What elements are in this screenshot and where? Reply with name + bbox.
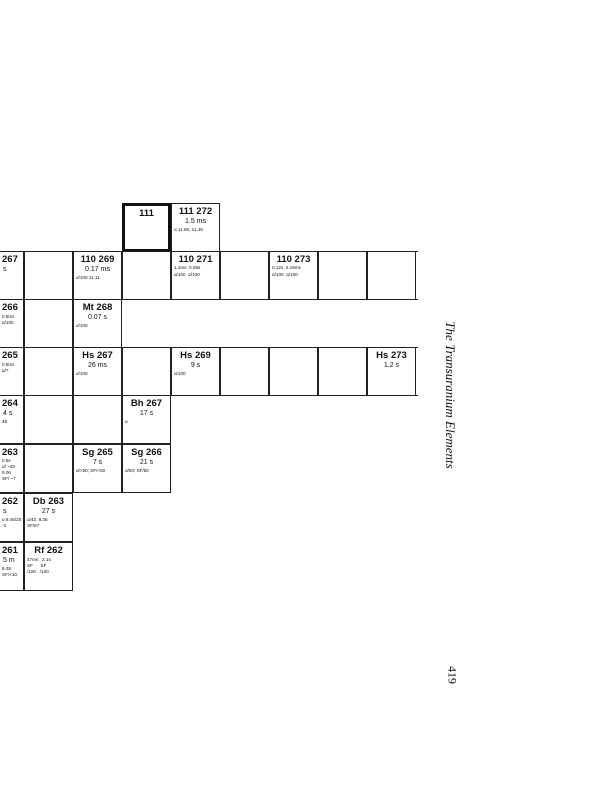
half-life: 26 ms bbox=[87, 362, 108, 369]
half-life: 0.8s bbox=[2, 458, 11, 463]
half-life: 17 s bbox=[139, 410, 154, 417]
nuclide-label: Db 263 bbox=[32, 496, 65, 507]
empty-cell bbox=[318, 251, 367, 300]
nuclide-label: 261 bbox=[2, 545, 18, 556]
half-life: 0.12s 0.18ms bbox=[272, 265, 301, 270]
half-life: 1.1ms 0.06s bbox=[174, 265, 201, 270]
empty-cell bbox=[24, 347, 73, 396]
nuclide-label: 264 bbox=[2, 398, 18, 409]
nuclide-cell-263: 263 0.8s α/ ~30 9.06 SF/ ~7 bbox=[0, 444, 24, 493]
nuclide-cell-bh-267: Bh 267 17 s α bbox=[122, 395, 171, 444]
nuclide-label: Bh 267 bbox=[130, 398, 163, 409]
nuclide-label: 267 bbox=[2, 254, 18, 265]
empty-cell bbox=[122, 251, 171, 300]
nuclide-cell-110-271: 110 271 1.1ms 0.06s α/100 α/100 bbox=[171, 251, 220, 300]
decay-info: α/100 bbox=[76, 371, 88, 376]
nuclide-cell-110-273: 110 273 0.12s 0.18ms α/100 α/100 bbox=[269, 251, 318, 300]
empty-cell bbox=[24, 444, 73, 493]
decay-info: α/43 8.36 SF/57 bbox=[27, 517, 48, 528]
nuclide-cell-266: 266 0.8ms α/100 bbox=[0, 299, 24, 348]
half-life: 1.2 s bbox=[383, 362, 400, 369]
decay-info: 8.28 SF/<10 bbox=[2, 566, 17, 577]
half-life: 7 s bbox=[92, 459, 103, 466]
half-life: 0.9ms bbox=[2, 362, 15, 367]
decay-info: α/100 bbox=[2, 320, 14, 325]
empty-cell bbox=[318, 347, 367, 396]
half-life: 0.8ms bbox=[2, 314, 15, 319]
nuclide-cell-264: 264 4 s 48 bbox=[0, 395, 24, 444]
nuclide-cell-267: 267 s bbox=[0, 251, 24, 300]
half-life: 1.5 ms bbox=[184, 218, 206, 225]
half-life: 9 s bbox=[190, 362, 201, 369]
half-life: 27 s bbox=[41, 508, 56, 515]
nuclide-cell-262: 262 s α 8.46/20 -3 bbox=[0, 493, 24, 542]
half-life: s bbox=[3, 266, 7, 273]
decay-info: α 11.65, 11.45 bbox=[174, 227, 203, 232]
nuclide-label: Sg 266 bbox=[131, 447, 162, 458]
nuclide-label: Hs 269 bbox=[180, 350, 211, 361]
nuclide-cell-hs-273: Hs 273 1.2 s bbox=[367, 347, 416, 396]
nuclide-cell-mt-268: Mt 268 0.07 s α/100 bbox=[73, 299, 122, 348]
decay-info: α 8.46/20 -3 bbox=[2, 517, 22, 528]
nuclide-label: 111 272 bbox=[178, 206, 213, 217]
empty-cell bbox=[269, 347, 318, 396]
nuclide-cell-111: 111 bbox=[122, 203, 171, 252]
empty-cell bbox=[24, 251, 73, 300]
empty-cell bbox=[220, 347, 269, 396]
nuclide-label: 266 bbox=[2, 302, 18, 313]
nuclide-label: Sg 265 bbox=[82, 447, 113, 458]
nuclide-cell-hs-269: Hs 269 9 s α/100 bbox=[171, 347, 220, 396]
half-life: 47ms 2.1s bbox=[27, 557, 51, 562]
decay-info: α/100 bbox=[174, 371, 186, 376]
nuclide-label: 263 bbox=[2, 447, 18, 458]
decay-info: α/100 bbox=[76, 323, 88, 328]
empty-cell bbox=[122, 347, 171, 396]
nuclide-cell-sg-266: Sg 266 21 s α/50; SF/50 bbox=[122, 444, 171, 493]
half-life: s bbox=[3, 508, 7, 515]
empty-cell bbox=[73, 395, 122, 444]
nuclide-label: 110 269 bbox=[80, 254, 115, 265]
nuclide-label: 110 273 bbox=[276, 254, 311, 265]
half-life: 5 m bbox=[3, 557, 15, 564]
decay-info: 48 bbox=[2, 419, 8, 424]
half-life: 0.07 s bbox=[87, 314, 108, 321]
decay-info: α/ ~30 9.06 SF/ ~7 bbox=[2, 464, 16, 481]
nuclide-label: Hs 273 bbox=[376, 350, 407, 361]
nuclide-label: 265 bbox=[2, 350, 18, 361]
nuclide-label: Rf 262 bbox=[34, 545, 63, 556]
nuclide-cell-sg-265: Sg 265 7 s α/>50; SF/<50 bbox=[73, 444, 122, 493]
nuclide-cell-265: 265 0.9ms α/? bbox=[0, 347, 24, 396]
nuclide-label: 262 bbox=[2, 496, 18, 507]
running-title: The Transuranium Elements bbox=[443, 321, 458, 469]
half-life: 0.17 ms bbox=[85, 266, 110, 273]
empty-cell bbox=[367, 251, 416, 300]
nuclide-cell-110-269: 110 269 0.17 ms α/100 11.11 bbox=[73, 251, 122, 300]
nuclide-label: 110 271 bbox=[178, 254, 213, 265]
decay-info: α/100 α/100 bbox=[174, 272, 200, 277]
nuclide-cell-db-263: Db 263 27 s α/43 8.36 SF/57 bbox=[24, 493, 73, 542]
page-number: 419 bbox=[445, 666, 460, 684]
nuclide-cell-261: 261 5 m 8.28 SF/<10 bbox=[0, 542, 24, 591]
nuclide-cell-hs-267: Hs 267 26 ms α/100 bbox=[73, 347, 122, 396]
decay-info: α bbox=[125, 419, 128, 424]
nuclide-label: Hs 267 bbox=[82, 350, 113, 361]
decay-info: SF SF /100 /100 bbox=[27, 563, 49, 574]
nuclide-cell-111-272: 111 272 1.5 ms α 11.65, 11.45 bbox=[171, 203, 220, 252]
decay-info: α/50; SF/50 bbox=[125, 468, 149, 473]
decay-info: α/100 α/100 bbox=[272, 272, 298, 277]
half-life: 21 s bbox=[139, 459, 154, 466]
empty-cell bbox=[24, 395, 73, 444]
decay-info: α/>50; SF/<50 bbox=[76, 468, 106, 473]
nuclide-label: Mt 268 bbox=[82, 302, 113, 313]
empty-cell bbox=[220, 251, 269, 300]
nuclide-cell-rf-262: Rf 262 47ms 2.1s SF SF /100 /100 bbox=[24, 542, 73, 591]
empty-cell bbox=[24, 299, 73, 348]
nuclide-label: 111 bbox=[139, 208, 154, 219]
decay-info: α/100 11.11 bbox=[76, 275, 100, 280]
decay-info: α/? bbox=[2, 368, 9, 373]
half-life: 4 s bbox=[3, 410, 13, 417]
